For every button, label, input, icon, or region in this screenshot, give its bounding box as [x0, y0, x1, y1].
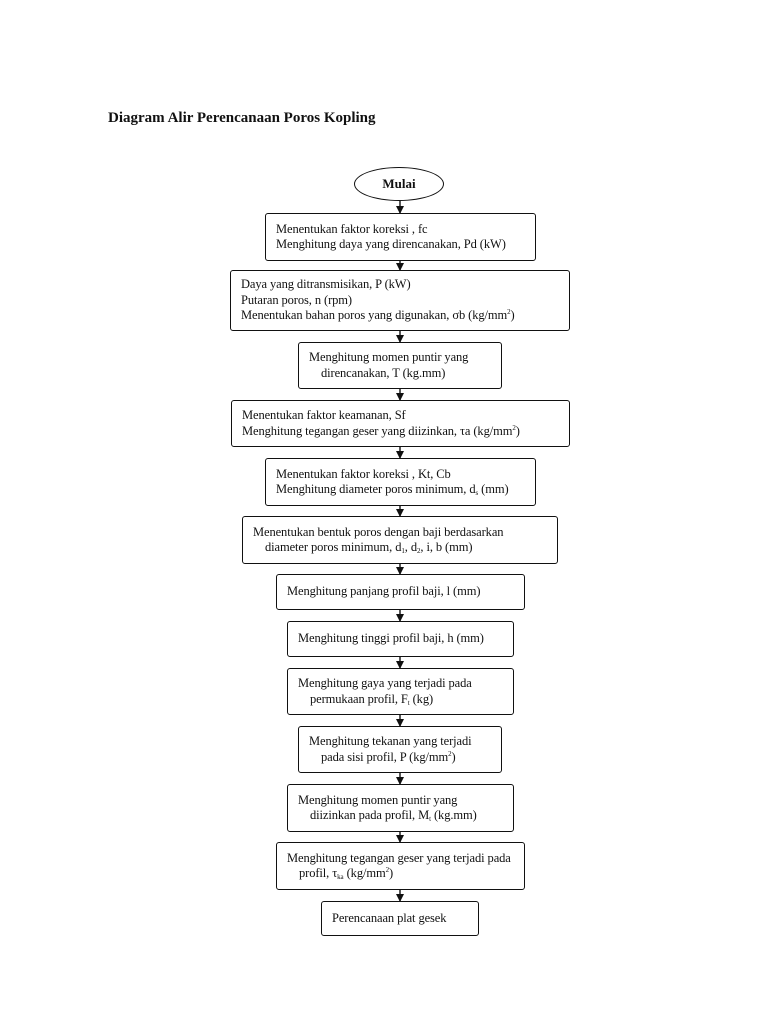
process-step-13: Perencanaan plat gesek [321, 901, 479, 936]
text-segment: Menghitung tegangan geser yang diizinkan… [242, 423, 513, 438]
text-segment: Menghitung gaya yang terjadi pada [298, 676, 472, 690]
step-text-line: Menghitung tegangan geser yang terjadi p… [287, 851, 514, 867]
text-segment: Perencanaan plat gesek [332, 910, 447, 925]
text-segment: pada sisi profil, P (kg/mm [321, 749, 449, 764]
process-step-8: Menghitung tinggi profil baji, h (mm) [287, 621, 514, 657]
text-segment: , d [404, 540, 417, 554]
text-segment: profil, τ [299, 866, 338, 880]
text-segment: Menghitung tinggi profil baji, h (mm) [298, 631, 484, 646]
text-segment: diameter poros minimum, d [265, 540, 402, 554]
step-text-line: Menghitung tekanan yang terjadi [309, 734, 491, 750]
step-text-line: Daya yang ditransmisikan, P (kW) [241, 277, 559, 293]
subscript: s [475, 489, 479, 497]
step-text-line: Menentukan faktor koreksi , fc [276, 222, 525, 238]
text-segment: Menentukan bahan poros yang digunakan, σ… [241, 308, 508, 323]
step-text-line: Menentukan bentuk poros dengan baji berd… [253, 525, 547, 541]
subscript: 2 [416, 547, 421, 555]
process-step-2: Daya yang ditransmisikan, P (kW)Putaran … [230, 270, 570, 331]
text-segment: diizinkan pada profil, M [310, 808, 430, 822]
text-segment: Menghitung tegangan geser yang terjadi p… [287, 850, 511, 865]
step-text-line: Menghitung momen puntir yang [298, 793, 503, 809]
subscript: t [429, 815, 431, 823]
text-segment: , i, b (mm) [420, 540, 473, 554]
text-segment: (kg) [409, 691, 434, 706]
subscript: 1 [401, 547, 405, 555]
text-segment: Menghitung diameter poros minimum, d [276, 482, 476, 496]
process-step-12: Menghitung tegangan geser yang terjadi p… [276, 842, 525, 890]
step-text-line: Menentukan faktor keamanan, Sf [242, 408, 559, 424]
superscript: 2 [512, 423, 516, 432]
text-segment: ) [451, 749, 456, 764]
text-segment: permukaan profil, F [310, 691, 408, 706]
text-segment: Menghitung daya yang direncanakan, Pd (k… [276, 237, 506, 251]
step-text-line: Menghitung panjang profil baji, l (mm) [287, 584, 514, 600]
text-segment: ) [389, 866, 394, 880]
page-title: Diagram Alir Perencanaan Poros Kopling [108, 110, 376, 126]
superscript: 2 [385, 866, 390, 874]
text-segment: (kg/mm [343, 866, 386, 880]
step-text-line: pada sisi profil, P (kg/mm2) [309, 750, 491, 766]
start-label: Mulai [382, 176, 416, 191]
text-segment: Menghitung momen puntir yang [298, 792, 458, 807]
step-text-line: Menentukan faktor koreksi , Kt, Cb [276, 467, 525, 483]
start-terminal: Mulai [354, 167, 444, 201]
superscript: 2 [448, 749, 452, 758]
text-segment: ) [510, 308, 515, 323]
step-text-line: diameter poros minimum, d1, d2, i, b (mm… [253, 540, 547, 556]
step-text-line: diizinkan pada profil, Mt (kg.mm) [298, 808, 503, 824]
step-text-line: Menghitung gaya yang terjadi pada [298, 676, 503, 692]
step-text-line: Menghitung tegangan geser yang diizinkan… [242, 424, 559, 440]
text-segment: Menentukan faktor keamanan, Sf [242, 408, 406, 422]
superscript: 2 [507, 308, 511, 317]
process-step-7: Menghitung panjang profil baji, l (mm) [276, 574, 525, 610]
text-segment: Menghitung tekanan yang terjadi [309, 734, 472, 748]
text-segment: direncanakan, T (kg.mm) [321, 365, 446, 380]
step-text-line: Menghitung daya yang direncanakan, Pd (k… [276, 237, 525, 253]
subscript: ka [337, 873, 344, 881]
step-text-line: profil, τka (kg/mm2) [287, 866, 514, 882]
text-segment: Daya yang ditransmisikan, P (kW) [241, 277, 411, 292]
text-segment: Menghitung panjang profil baji, l (mm) [287, 584, 481, 599]
text-segment: ) [515, 423, 520, 438]
step-text-line: direncanakan, T (kg.mm) [309, 366, 491, 382]
step-text-line: Menghitung momen puntir yang [309, 350, 491, 366]
step-text-line: Menentukan bahan poros yang digunakan, σ… [241, 308, 559, 324]
text-segment: Menghitung momen puntir yang [309, 350, 469, 364]
text-segment: Menentukan faktor koreksi , Kt, Cb [276, 466, 451, 481]
text-segment: Putaran poros, n (rpm) [241, 292, 352, 307]
text-segment: (kg.mm) [430, 808, 477, 822]
process-step-6: Menentukan bentuk poros dengan baji berd… [242, 516, 558, 564]
text-segment: (mm) [478, 482, 509, 496]
step-text-line: Menghitung diameter poros minimum, ds (m… [276, 482, 525, 498]
text-segment: Menentukan bentuk poros dengan baji berd… [253, 524, 504, 539]
step-text-line: permukaan profil, Ft (kg) [298, 692, 503, 708]
subscript: t [407, 698, 410, 707]
step-text-line: Perencanaan plat gesek [332, 911, 468, 927]
text-segment: Menentukan faktor koreksi , fc [276, 221, 428, 236]
step-text-line: Putaran poros, n (rpm) [241, 293, 559, 309]
step-text-line: Menghitung tinggi profil baji, h (mm) [298, 631, 503, 647]
